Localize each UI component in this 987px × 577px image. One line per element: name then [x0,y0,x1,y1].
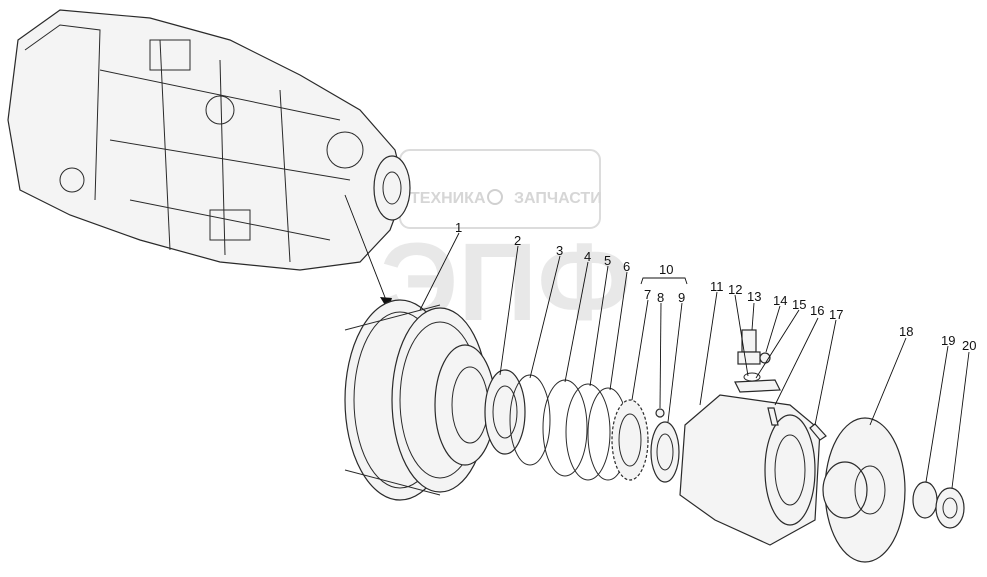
callout-6: 6 [623,259,630,274]
gear-icon [487,189,503,205]
assembly-arrow [344,194,389,306]
callout-14: 14 [773,293,787,308]
callout-numbers: 1 2 3 4 5 6 7 8 9 10 11 12 13 14 15 16 1… [455,220,976,353]
part-8-ball [655,408,665,418]
callout-9: 9 [678,290,685,305]
part-9-bearing [650,421,680,483]
part-20-nut [935,487,965,529]
part-13-sensor [737,329,761,365]
callout-12: 12 [728,282,742,297]
part-16-bolt [767,407,779,426]
part-5-ring [565,383,611,481]
callout-11: 11 [710,279,724,294]
callout-19: 19 [941,333,955,348]
part-12-plate [734,379,781,393]
gearbox-housing [7,9,411,271]
part-11-rear-cover [679,394,821,546]
part-19-washer [912,481,938,519]
callout-2: 2 [514,233,521,248]
watermark-text-left: ТЕХНИКА [410,190,486,207]
callout-1: 1 [455,220,462,235]
callout-15: 15 [792,297,806,312]
callout-16: 16 [810,303,824,318]
part-15-washer [743,372,761,382]
part-18-output-flange [822,417,906,563]
callout-18: 18 [899,324,913,339]
callout-17: 17 [829,307,843,322]
watermark-text-right: ЗАПЧАСТИ [514,190,602,207]
part-17-bolt [809,423,827,441]
part-1-drive-housing [344,299,496,501]
callout-10: 10 [659,262,673,277]
callout-5: 5 [604,253,611,268]
part-3-o-ring [509,374,551,466]
callout-20: 20 [962,338,976,353]
callout-7: 7 [644,287,651,302]
callout-4: 4 [584,249,591,264]
callout-13: 13 [747,289,761,304]
callout-3: 3 [556,243,563,258]
callout-8: 8 [657,290,664,305]
leader-lines [419,232,970,489]
part-7-gear-ring [611,399,649,481]
